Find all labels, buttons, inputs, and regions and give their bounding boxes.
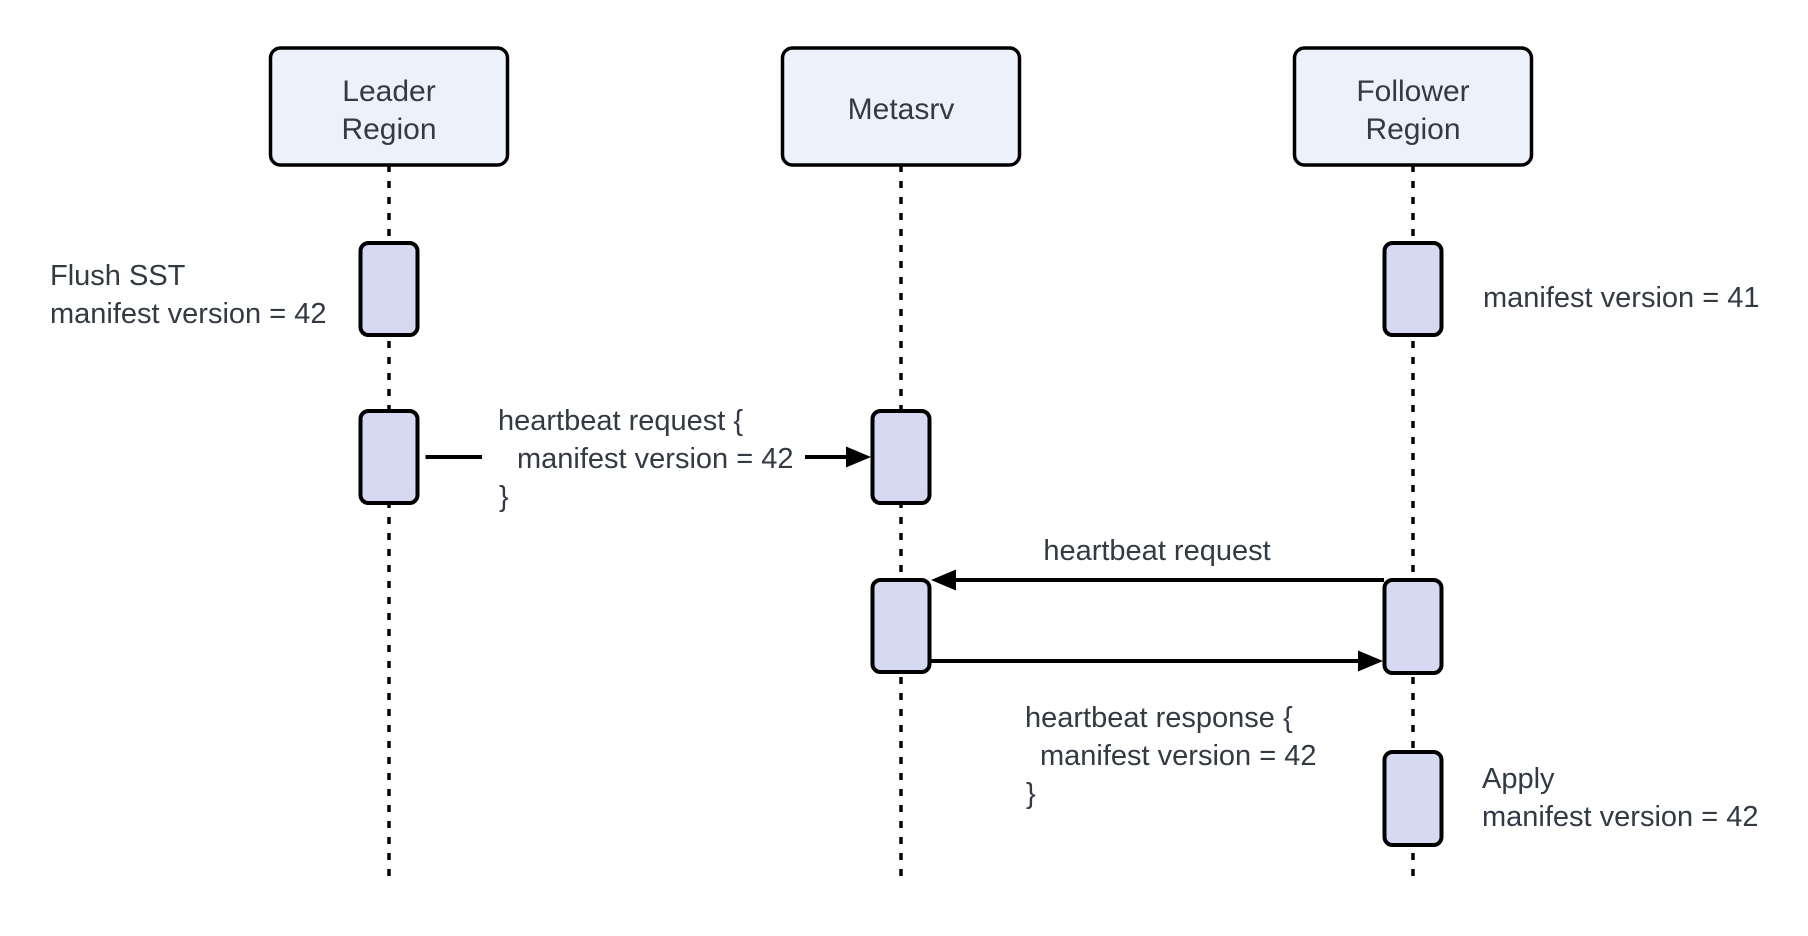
- message2-label: heartbeat request: [1043, 535, 1270, 567]
- note-apply-line2: manifest version = 42: [1482, 801, 1758, 833]
- participant-label-leader-line2: Region: [341, 113, 436, 146]
- message1-arrowhead-icon: [846, 446, 871, 468]
- activation-follower-v41: [1382, 241, 1444, 337]
- activation-metasrv-follower-heartbeat: [870, 578, 932, 674]
- note-flush-sst-line1: Flush SST: [50, 260, 186, 292]
- message3-arrowhead-icon: [1358, 650, 1383, 672]
- participant-box-metasrv: [780, 46, 1022, 167]
- participant-label-leader-line1: Leader: [342, 75, 435, 108]
- activation-follower-apply: [1382, 750, 1444, 847]
- participant-label-follower-line1: Follower: [1356, 75, 1469, 108]
- message3-label-line3: }: [1026, 778, 1036, 810]
- message1-label-line1: heartbeat request {: [498, 405, 743, 437]
- note-apply-line1: Apply: [1482, 763, 1555, 795]
- note-manifest-v41: manifest version = 41: [1483, 282, 1759, 314]
- activation-follower-heartbeat: [1382, 578, 1444, 675]
- note-flush-sst-line2: manifest version = 42: [50, 298, 326, 330]
- participant-box-follower-region: [1292, 46, 1534, 167]
- activation-leader-heartbeat: [358, 409, 420, 505]
- message3-label-line2: manifest version = 42: [1040, 740, 1316, 772]
- message1-label-line2: manifest version = 42: [517, 443, 793, 475]
- participant-box-leader-region: [268, 46, 510, 167]
- participant-label-metasrv: Metasrv: [848, 93, 955, 126]
- participant-label-follower-line2: Region: [1365, 113, 1460, 146]
- activation-metasrv-heartbeat: [870, 409, 932, 505]
- message1-label-line3: }: [499, 481, 509, 513]
- message3-label-line1: heartbeat response {: [1025, 702, 1293, 734]
- message2-arrowhead-icon: [931, 569, 956, 591]
- activation-leader-flush: [358, 241, 420, 337]
